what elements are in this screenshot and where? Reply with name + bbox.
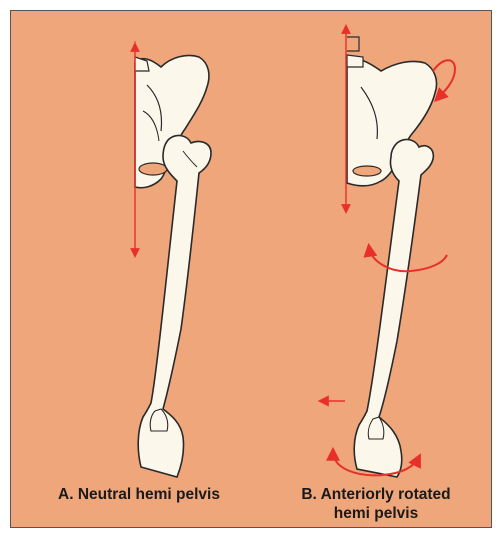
neutral-skeleton bbox=[135, 55, 211, 477]
caption-neutral: A. Neutral hemi pelvis bbox=[29, 485, 249, 504]
caption-rotated: B. Anteriorly rotated hemi pelvis bbox=[271, 485, 481, 523]
rotated-femur bbox=[354, 140, 433, 477]
pelvis-femur-diagram bbox=[11, 11, 493, 529]
figure-panel: A. Neutral hemi pelvis B. Anteriorly rot… bbox=[10, 10, 492, 528]
rotated-skeleton bbox=[347, 37, 437, 477]
